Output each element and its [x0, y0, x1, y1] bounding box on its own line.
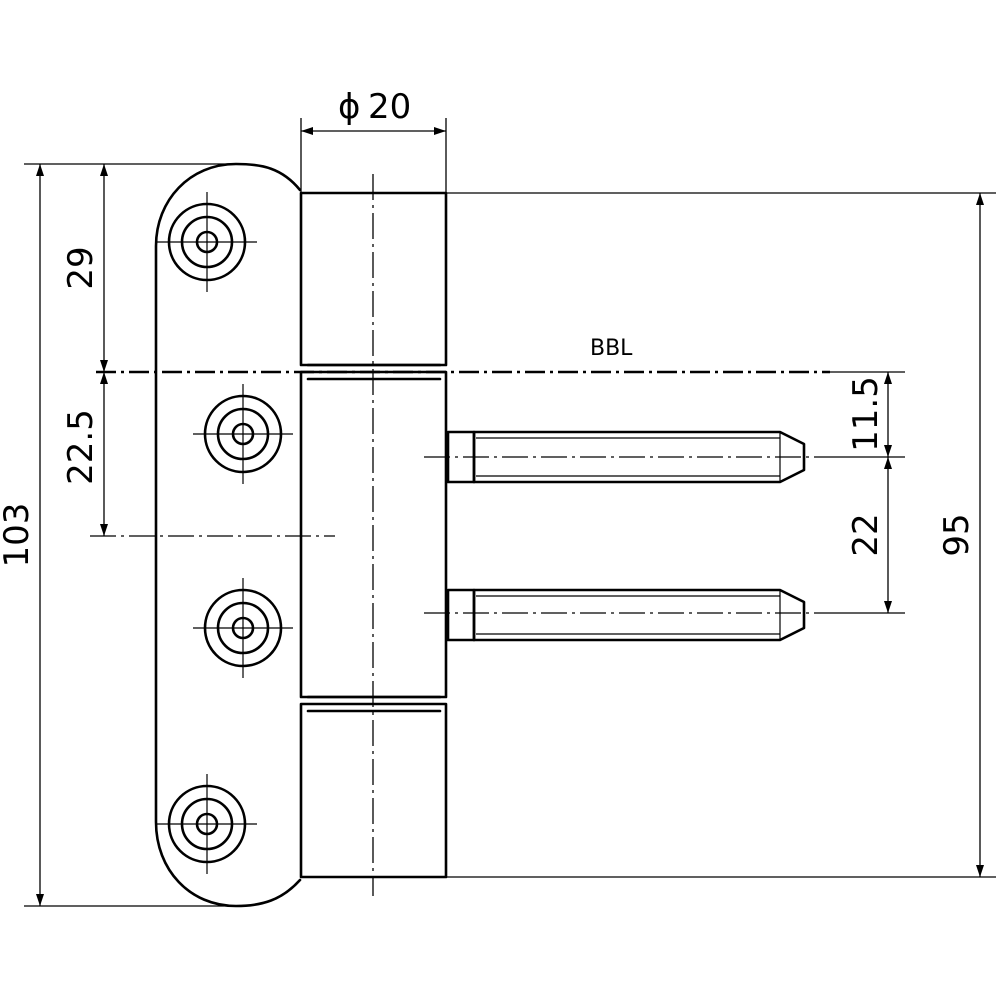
diameter-symbol: ϕ [338, 87, 360, 127]
diameter-value: 20 [368, 87, 411, 127]
dimension-top-to-bbl: 29 [61, 164, 108, 372]
mounting-pin-2 [424, 588, 828, 642]
dimension-bbl-to-center: 22.5 [61, 372, 108, 536]
top-to-bbl-value: 29 [61, 246, 101, 289]
pin-spacing-value: 22 [846, 513, 886, 556]
overall-height-value: 103 [0, 503, 37, 568]
mounting-pin-1 [424, 430, 828, 484]
screw-hole-3 [193, 578, 293, 678]
dimension-pin-spacing: 22 [846, 457, 892, 613]
hinge-leaf-plate [154, 162, 302, 908]
bbl-to-center-value: 22.5 [61, 409, 101, 485]
screw-hole-1 [157, 192, 257, 292]
dimension-overall-height: 103 [0, 164, 44, 906]
bbl-to-first-pin-value: 11.5 [846, 376, 886, 452]
barrel-height-value: 95 [937, 513, 977, 556]
screw-hole-4 [157, 774, 257, 874]
dimension-bbl-to-first-pin: 11.5 [846, 372, 892, 457]
dimension-barrel-height: 95 [937, 193, 984, 877]
screw-hole-2 [193, 384, 293, 484]
bbl-label: BBL [590, 336, 633, 361]
dimension-diameter: ϕ 20 [301, 87, 446, 135]
